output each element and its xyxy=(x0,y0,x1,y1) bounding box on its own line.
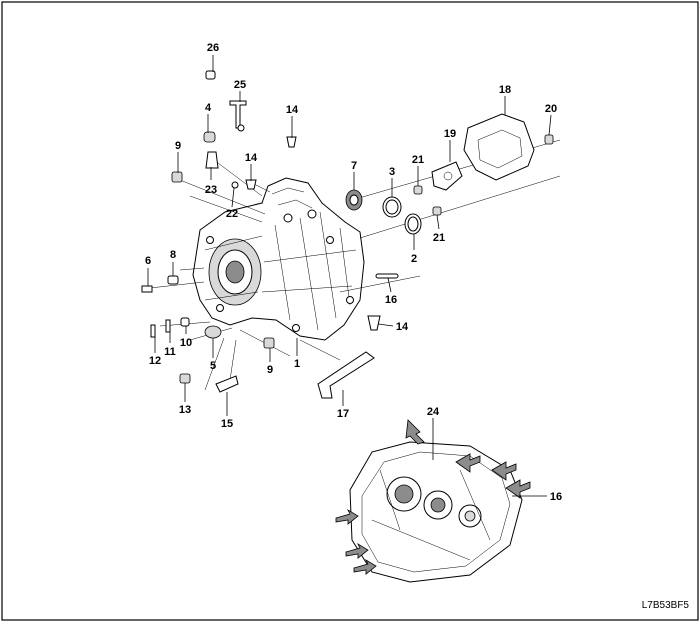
callout-17: 17 xyxy=(337,408,349,420)
callout-16-main: 16 xyxy=(385,294,397,306)
callout-15: 15 xyxy=(221,418,233,430)
callout-labels: 26 25 4 14 9 14 23 22 7 3 21 19 18 20 21… xyxy=(145,42,562,503)
callout-4: 4 xyxy=(205,102,212,114)
callout-8: 8 xyxy=(170,249,176,261)
callout-3: 3 xyxy=(389,166,395,178)
callout-14-middle: 14 xyxy=(245,152,258,164)
callout-24: 24 xyxy=(427,406,440,418)
callout-21-lower: 21 xyxy=(433,232,445,244)
callout-13: 13 xyxy=(179,404,191,416)
explode-guide-lines xyxy=(149,139,561,391)
callout-26: 26 xyxy=(207,42,219,54)
callout-23: 23 xyxy=(205,184,217,196)
callout-21-upper: 21 xyxy=(412,154,424,166)
callout-14-top: 14 xyxy=(286,104,299,116)
leader-lines xyxy=(147,55,552,497)
callout-2: 2 xyxy=(411,253,417,265)
figure-code: L7B53BF5 xyxy=(642,600,690,611)
callout-19: 19 xyxy=(444,128,456,140)
callout-7: 7 xyxy=(351,160,357,172)
callout-20: 20 xyxy=(545,103,557,115)
assembled-case-inset xyxy=(335,419,531,583)
callout-6: 6 xyxy=(145,255,151,267)
callout-11: 11 xyxy=(164,346,176,358)
callout-16-inset: 16 xyxy=(550,491,562,503)
callout-5: 5 xyxy=(210,360,216,372)
callout-1: 1 xyxy=(294,358,300,370)
callout-14-lower: 14 xyxy=(396,321,409,333)
callout-9-lower: 9 xyxy=(267,364,273,376)
callout-10: 10 xyxy=(180,337,192,349)
callout-9-upper: 9 xyxy=(175,140,181,152)
callout-22: 22 xyxy=(226,208,238,220)
callout-25: 25 xyxy=(234,79,246,91)
transaxle-case xyxy=(192,177,365,341)
callout-12: 12 xyxy=(149,355,161,367)
small-parts xyxy=(141,70,554,399)
callout-18: 18 xyxy=(499,84,511,96)
